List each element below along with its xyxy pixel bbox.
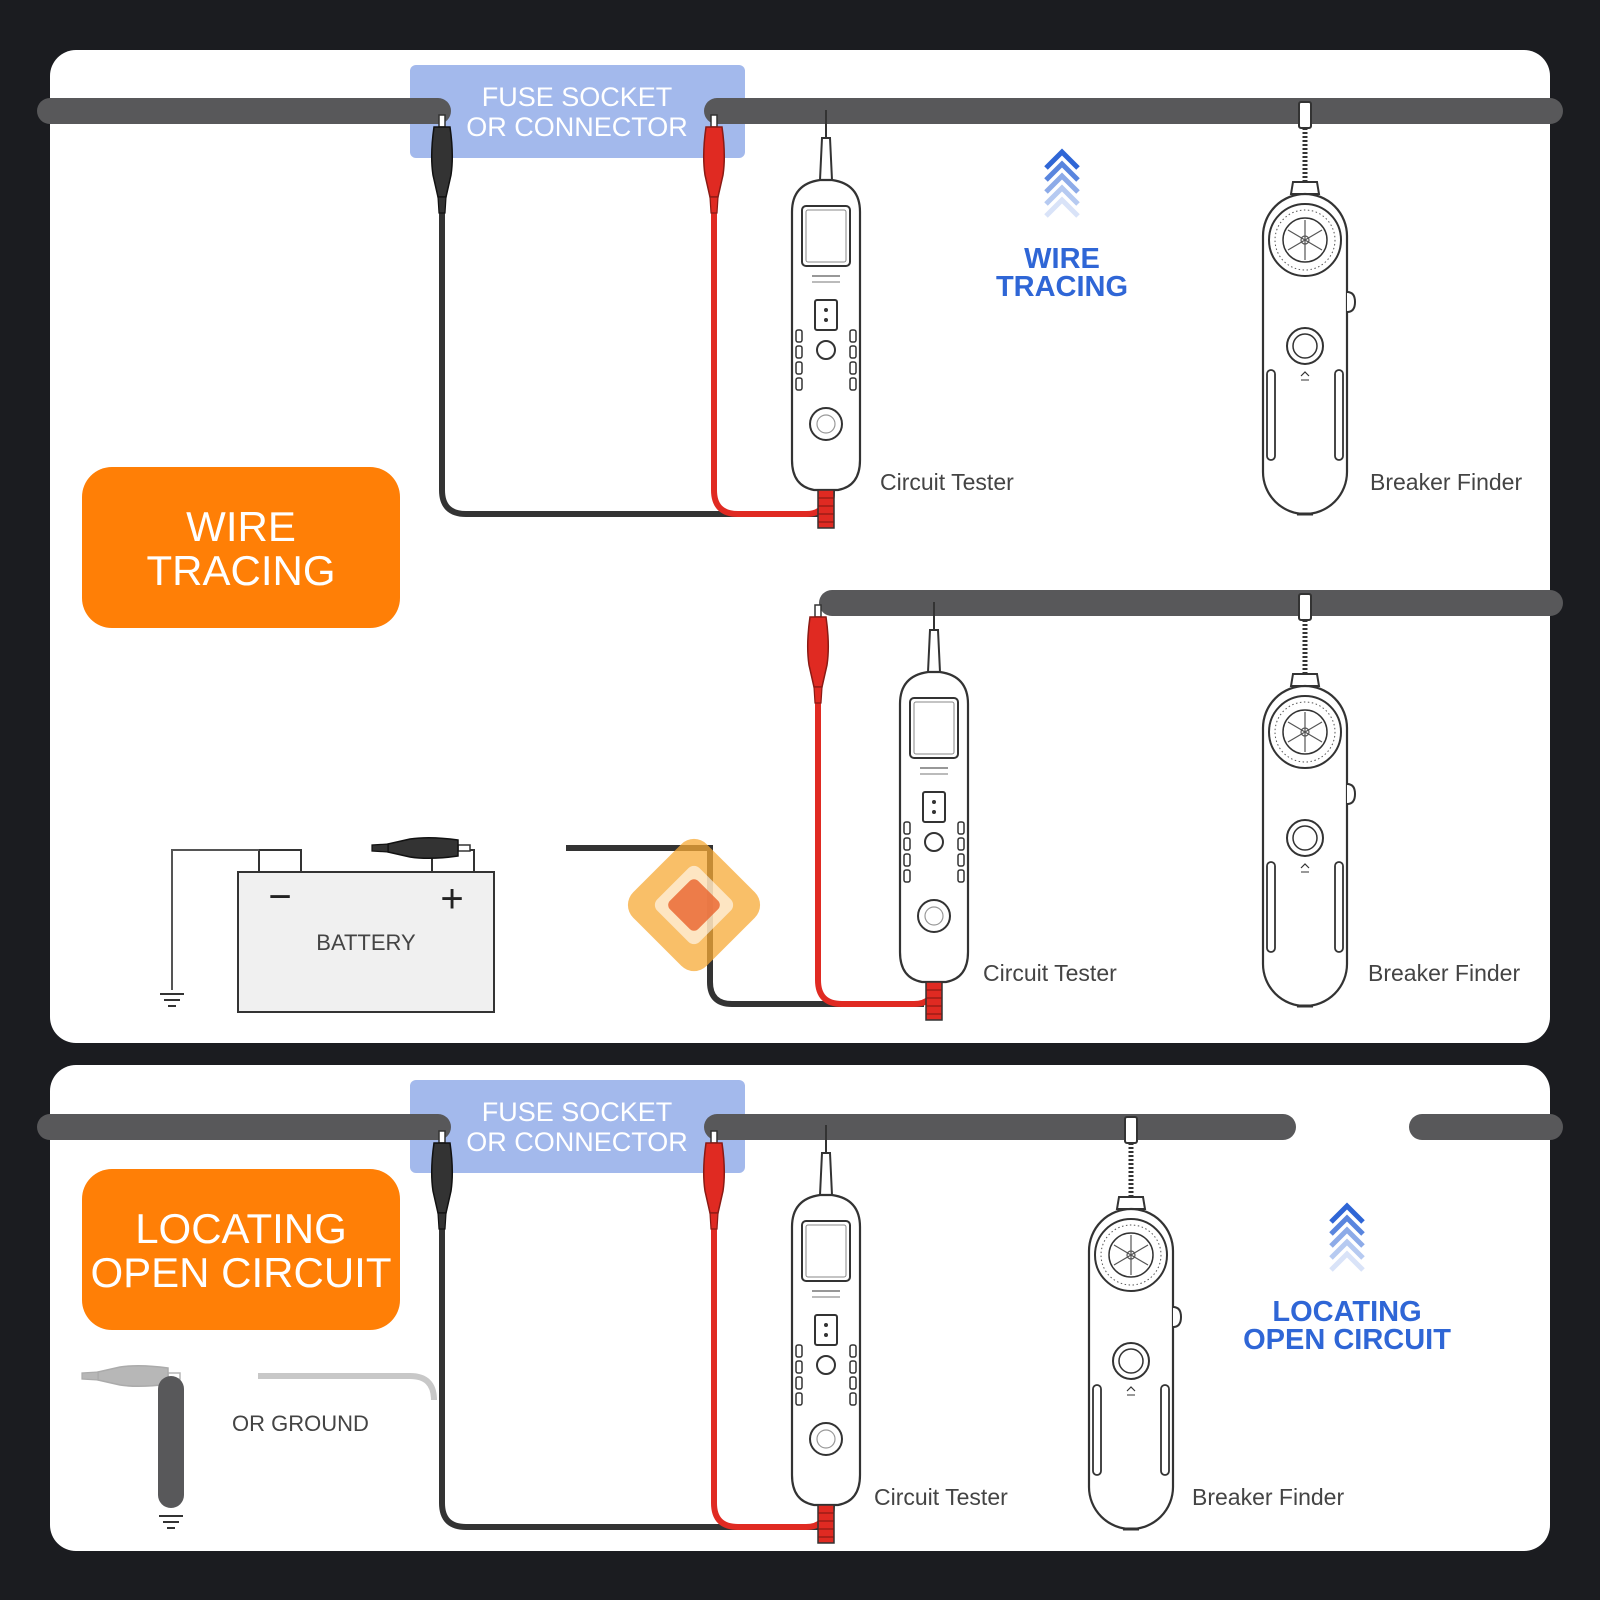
- finder-label-c: Breaker Finder: [1192, 1484, 1344, 1510]
- ground-rod: [158, 1376, 184, 1508]
- battery: − + BATTERY: [237, 849, 495, 1013]
- finder-label-b: Breaker Finder: [1368, 960, 1520, 986]
- mode-badge-locating-open-circuit: [82, 1169, 400, 1330]
- panel-locating-open-circuit: FUSE SOCKET OR CONNECTOR OR GROUND LOCAT…: [37, 1065, 1563, 1551]
- signal-label-line1: WIRE: [1024, 243, 1100, 275]
- badge-line2: TRACING: [147, 547, 336, 594]
- finder-label-a: Breaker Finder: [1370, 469, 1522, 495]
- battery-ground-wire: [171, 849, 259, 990]
- badge-line2-2: OPEN CIRCUIT: [90, 1249, 391, 1296]
- badge-line1-2: LOCATING: [135, 1205, 347, 1252]
- signal-label-line2: TRACING: [996, 271, 1128, 303]
- signal-label-line1-2: LOCATING: [1272, 1296, 1421, 1328]
- ground-lead-ghost: [258, 1373, 437, 1401]
- signal-label-line2-2: OPEN CIRCUIT: [1243, 1324, 1451, 1356]
- panel-wire-tracing: FUSE SOCKET OR CONNECTOR WIRE TRACING Ci…: [37, 50, 1563, 1043]
- fuse-socket-box: [410, 65, 745, 158]
- fuse-label-line1: FUSE SOCKET: [482, 82, 673, 112]
- fuse-label-line2-2: OR CONNECTOR: [466, 1127, 688, 1157]
- tester-label-b: Circuit Tester: [983, 960, 1117, 986]
- tester-label-a: Circuit Tester: [880, 469, 1014, 495]
- fuse-label-line2: OR CONNECTOR: [466, 112, 688, 142]
- watermark-logo-icon: [627, 838, 761, 972]
- fuse-label-line1-2: FUSE SOCKET: [482, 1097, 673, 1127]
- battery-label: BATTERY: [316, 930, 416, 955]
- battery-plus-label: +: [440, 877, 463, 921]
- badge-line1: WIRE: [186, 503, 296, 550]
- tester-label-c: Circuit Tester: [874, 1484, 1008, 1510]
- battery-minus-label: −: [268, 875, 291, 919]
- ground-label: OR GROUND: [232, 1411, 369, 1436]
- fuse-socket-box-2: [410, 1080, 745, 1173]
- mode-badge-wire-tracing: [82, 467, 400, 628]
- black-test-lead-b: [566, 845, 924, 1007]
